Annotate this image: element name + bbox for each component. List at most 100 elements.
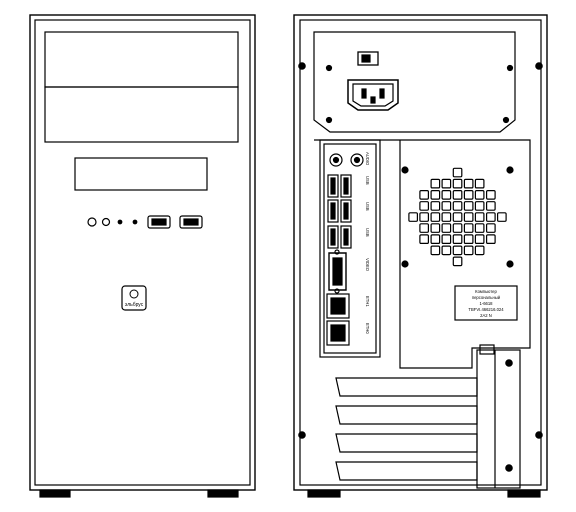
fan-vent-hole: [441, 178, 452, 189]
vga-port[interactable]: [328, 249, 347, 294]
drive-bay-upper: [44, 31, 239, 88]
fan-screw: [401, 166, 409, 174]
hdd-led: [132, 219, 138, 225]
power-switch[interactable]: [357, 51, 379, 66]
fan-vent-hole: [463, 223, 474, 233]
fan-vent-hole: [486, 212, 496, 222]
front-case-inner: [34, 19, 251, 486]
fan-vent-hole: [463, 201, 474, 211]
fan-vent-hole: [463, 245, 474, 256]
fan-vent-hole: [463, 190, 474, 200]
case-screw: [298, 62, 306, 70]
audio-jack-1[interactable]: [329, 153, 343, 167]
rear-usb-pair-2[interactable]: [327, 199, 352, 223]
drive-bay-lower: [44, 86, 239, 143]
sticker-line: персональный: [472, 295, 501, 300]
fan-vent-hole: [408, 212, 418, 222]
fan-vent-hole: [441, 245, 452, 256]
fan-vent-hole: [430, 190, 441, 200]
fan-vent-hole: [419, 212, 429, 222]
fan-vent-hole: [452, 178, 463, 189]
front-usb-port-1[interactable]: [147, 215, 171, 229]
power-button[interactable]: [87, 217, 97, 227]
bracket-screw: [505, 359, 513, 367]
fan-vent-hole: [474, 190, 485, 200]
fan-vent-hole: [419, 201, 429, 211]
front-view: эльбрус: [29, 14, 256, 498]
fan-vent-hole: [497, 212, 507, 222]
fan-vent-holes: [408, 167, 507, 267]
rear-case-outline: [293, 14, 548, 491]
motherboard-area: [314, 139, 531, 369]
ethernet-port-1[interactable]: [326, 293, 350, 319]
front-logo-text: эльбрус: [125, 302, 144, 308]
fan-vent-hole: [486, 223, 496, 233]
fan-vent-hole: [474, 212, 485, 222]
drive-bay-slim: [74, 157, 208, 191]
logo-icon: [129, 289, 139, 299]
psu-screw: [502, 116, 510, 124]
fan-vent-hole: [463, 178, 474, 189]
rear-view: AUDIO USB USB USB VIDEO ETH1 ETH0 Компью…: [293, 14, 548, 498]
sticker-line: 1-6618: [479, 301, 493, 306]
port-label: ETH1: [365, 296, 370, 307]
fan-vent-hole: [430, 245, 441, 256]
fan-vent-hole: [441, 234, 452, 244]
rear-usb-pair-1[interactable]: [327, 174, 352, 198]
sticker-line: 2A2 N: [480, 313, 492, 318]
expansion-slot-4: [335, 461, 478, 481]
audio-jack-2[interactable]: [350, 153, 364, 167]
power-socket[interactable]: [347, 79, 399, 111]
port-label: USB: [365, 202, 370, 211]
fan-vent-hole: [430, 212, 441, 222]
fan-vent-hole: [486, 190, 496, 200]
expansion-slot-3: [335, 433, 478, 453]
sticker-line: Компьютер: [475, 289, 497, 294]
fan-vent-hole: [474, 223, 485, 233]
fan-vent-hole: [452, 212, 463, 222]
label-sticker: Компьютер персональный 1-6618 TBFVI.4662…: [454, 285, 518, 321]
fan-vent-hole: [474, 234, 485, 244]
fan-vent-hole: [486, 201, 496, 211]
bracket-screw: [505, 464, 513, 472]
fan-vent-hole: [441, 223, 452, 233]
psu-screw: [325, 116, 333, 124]
port-label: USB: [365, 176, 370, 185]
rear-usb-pair-3[interactable]: [327, 225, 352, 249]
io-shield: AUDIO USB USB USB VIDEO ETH1 ETH0: [319, 139, 381, 358]
psu-screw: [325, 64, 333, 72]
port-label: AUDIO: [365, 152, 370, 166]
rear-foot-left: [307, 489, 341, 498]
fan-vent-hole: [486, 234, 496, 244]
case-screw: [535, 62, 543, 70]
case-screw: [298, 431, 306, 439]
reset-button[interactable]: [101, 217, 111, 227]
port-label: ETH0: [365, 323, 370, 334]
front-foot-right: [207, 489, 239, 498]
power-supply: [313, 31, 516, 133]
fan-vent-hole: [463, 212, 474, 222]
front-logo-badge: эльбрус: [121, 285, 147, 311]
fan-vent-hole: [430, 178, 441, 189]
front-usb-port-2[interactable]: [179, 215, 203, 229]
expansion-slot-2: [335, 405, 478, 425]
fan-vent-hole: [430, 234, 441, 244]
fan-grille: [401, 166, 514, 268]
power-led: [117, 219, 123, 225]
fan-vent-hole: [441, 190, 452, 200]
fan-vent-hole: [452, 201, 463, 211]
case-screw: [535, 431, 543, 439]
fan-vent-hole: [419, 234, 429, 244]
expansion-slot-1: [335, 377, 478, 397]
fan-vent-hole: [419, 190, 429, 200]
fan-vent-hole: [452, 256, 463, 267]
fan-vent-hole: [463, 234, 474, 244]
front-case-outline: [29, 14, 256, 491]
fan-vent-hole: [430, 223, 441, 233]
fan-vent-hole: [441, 201, 452, 211]
ethernet-port-2[interactable]: [326, 320, 350, 346]
slot-bracket: [476, 344, 521, 489]
port-label: VIDEO: [365, 258, 370, 272]
fan-vent-hole: [441, 212, 452, 222]
